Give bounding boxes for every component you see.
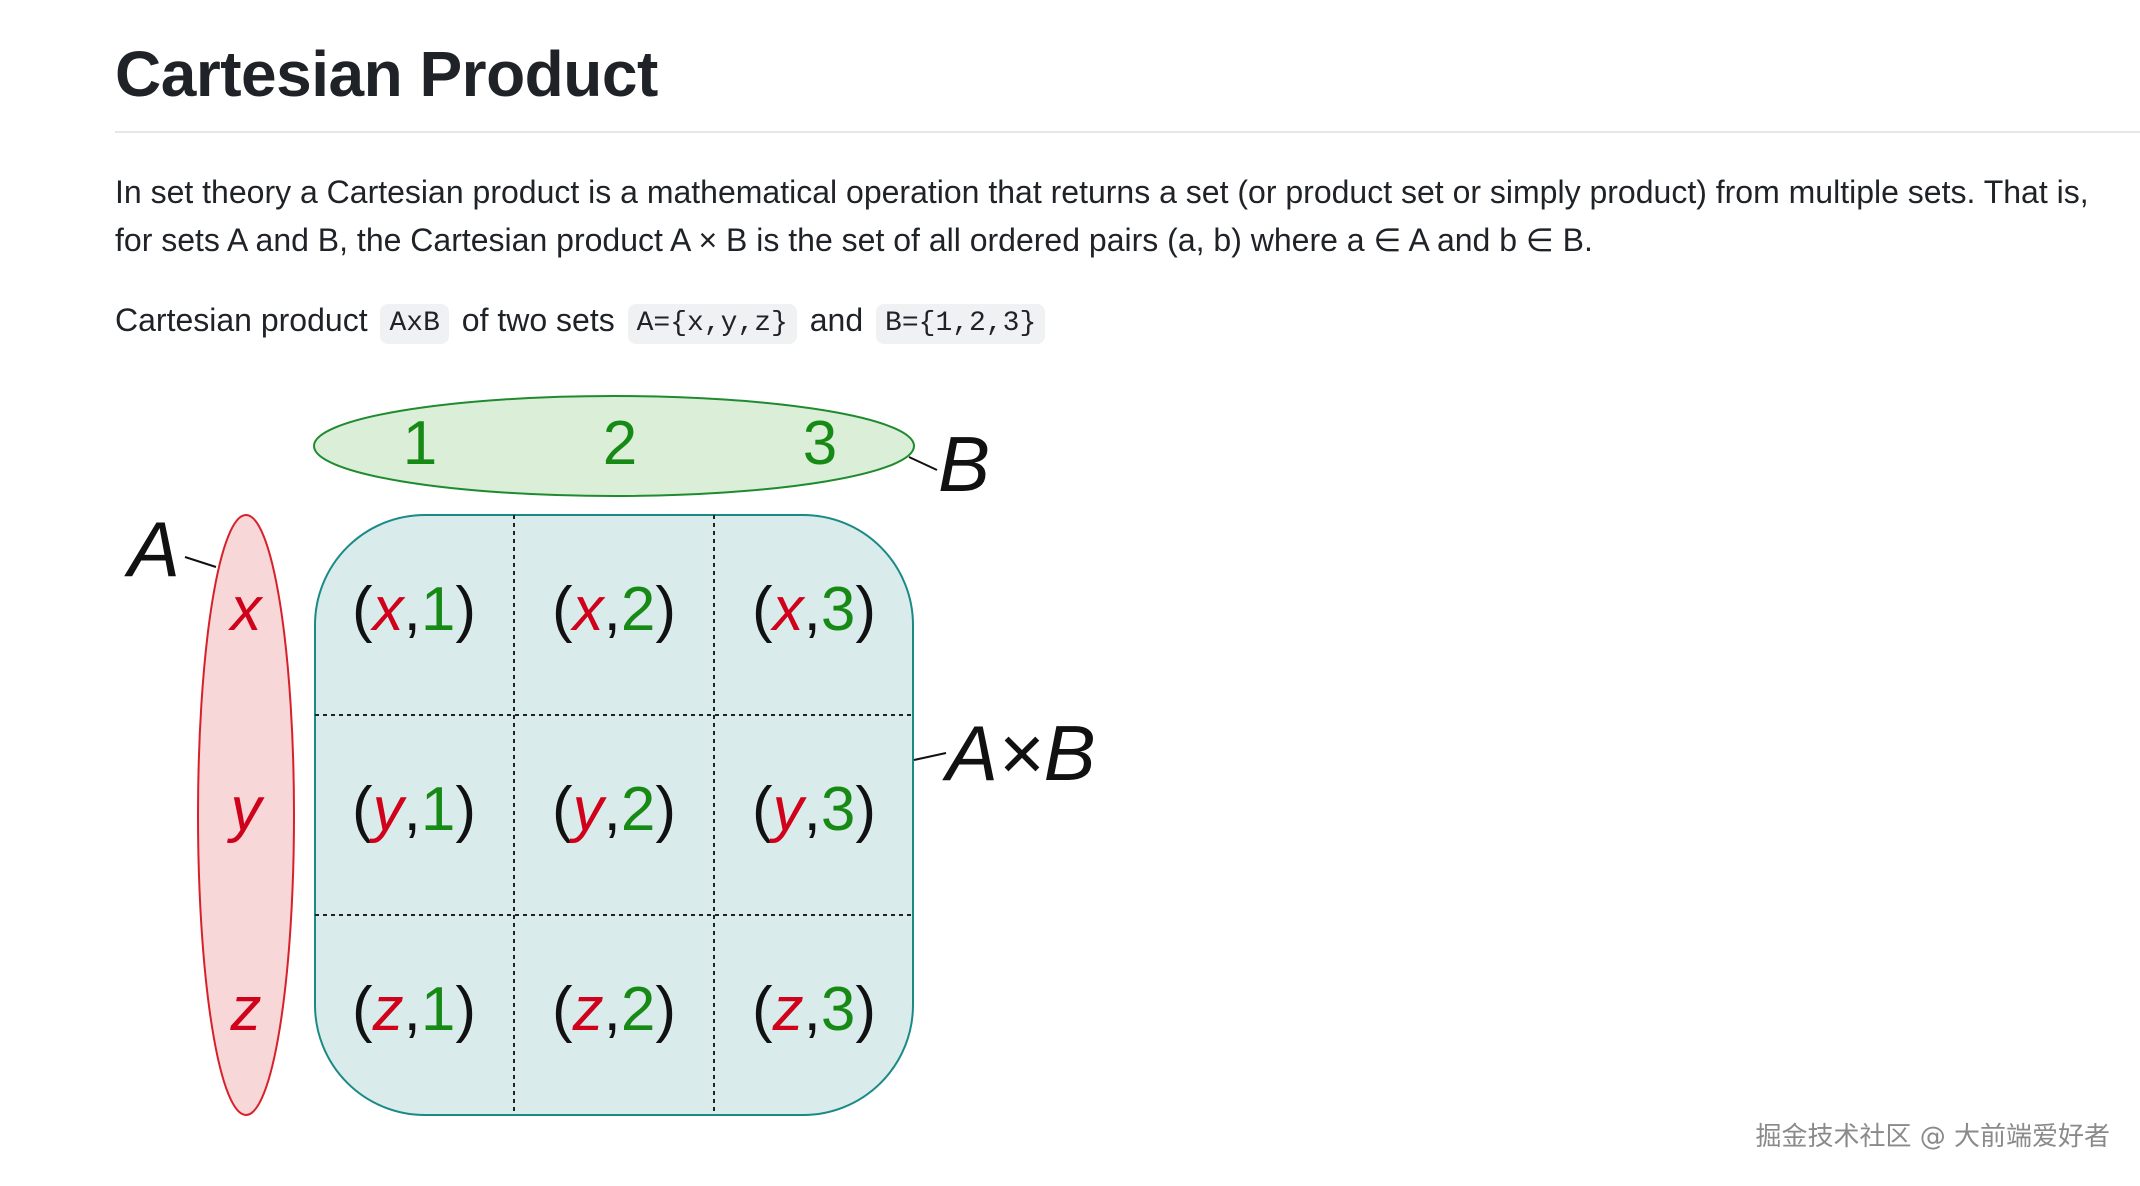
intro-paragraph: In set theory a Cartesian product is a m… xyxy=(115,174,2089,258)
set-a-element: x xyxy=(228,575,264,644)
cell-z-1: (z,1) xyxy=(352,975,476,1044)
cell-z-3: (z,3) xyxy=(752,975,876,1044)
product-description: Cartesian product AxB of two sets A={x,y… xyxy=(115,296,1049,344)
cell-x-2: (x,2) xyxy=(552,575,676,644)
code-axb: AxB xyxy=(380,304,449,344)
leader-product xyxy=(913,752,947,761)
cell-x-1: (x,1) xyxy=(352,575,476,644)
set-b-ellipse xyxy=(313,395,915,497)
cell-x-3: (x,3) xyxy=(752,575,876,644)
watermark: 掘金技术社区 @ 大前端爱好者 xyxy=(1755,1122,2110,1152)
cell-y-2: (y,2) xyxy=(552,775,676,844)
cell-z-2: (z,2) xyxy=(552,975,676,1044)
product-grid xyxy=(314,514,914,1116)
desc-text-3: and xyxy=(809,302,864,338)
set-b-element: 1 xyxy=(403,409,437,478)
desc-text-2: of two sets xyxy=(461,302,615,338)
code-set-a: A={x,y,z} xyxy=(627,304,797,344)
leader-b xyxy=(908,456,938,471)
set-a-element: y xyxy=(227,775,266,844)
product-label: A×B xyxy=(942,709,1096,797)
set-b-element: 3 xyxy=(803,409,837,478)
cell-y-1: (y,1) xyxy=(352,775,476,844)
set-a-label: A xyxy=(124,505,180,593)
set-a-element: z xyxy=(230,975,262,1044)
product-cells: (x,1) (x,2) (x,3) (y,1) (y,2) (y,3) (z,1… xyxy=(352,575,876,1044)
leader-a xyxy=(184,556,217,568)
diagram-shapes xyxy=(184,395,947,1116)
set-b-element: 2 xyxy=(603,409,637,478)
code-set-b: B={1,2,3} xyxy=(876,304,1046,344)
title-divider xyxy=(115,131,2140,133)
desc-text-1: Cartesian product xyxy=(115,302,368,338)
page-title: Cartesian Product xyxy=(115,38,658,110)
cell-y-3: (y,3) xyxy=(752,775,876,844)
set-a-ellipse xyxy=(197,514,295,1116)
set-b-label: B xyxy=(938,420,990,508)
